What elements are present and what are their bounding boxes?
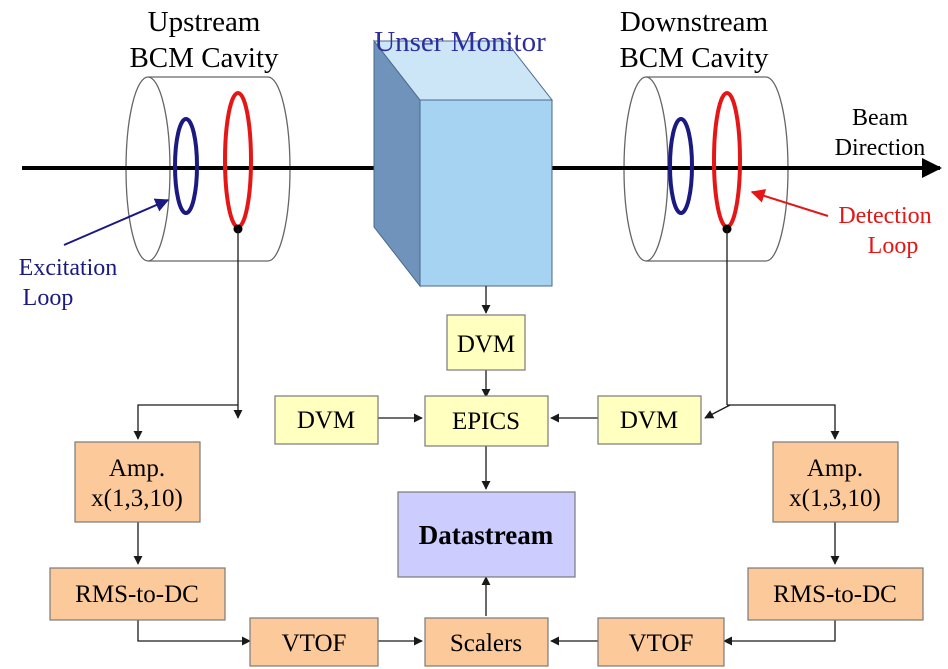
upstream-title-line2: BCM Cavity — [129, 42, 279, 74]
dvm-right-label: DVM — [620, 407, 678, 434]
vtof-right-box — [597, 617, 725, 667]
downstream-title-line2: BCM Cavity — [619, 42, 769, 74]
amp-left-label-line2: x(1,3,10) — [91, 485, 183, 512]
unser-monitor-title: Unser Monitor — [374, 26, 546, 58]
detection-loop-line1: Detection — [838, 203, 931, 229]
vtof-left-box — [249, 617, 379, 667]
dvm-right-box — [597, 395, 702, 445]
beam-direction-line2: Direction — [835, 135, 926, 161]
unser-monitor-block — [372, 39, 554, 288]
dvm-unser-label: DVM — [457, 331, 515, 358]
vtof-right-label: VTOF — [629, 630, 694, 657]
datastream-box — [397, 491, 576, 578]
downstream-title-line1: Downstream — [620, 6, 769, 38]
signal-wires — [133, 229, 840, 646]
excitation-pointer — [63, 198, 170, 246]
excitation-loop-line1: Excitation — [19, 255, 118, 281]
detection-pointer — [750, 189, 829, 217]
amp-right-box — [772, 441, 899, 523]
amp-left-box — [74, 441, 201, 523]
amp-left-label-line1: Amp. — [109, 455, 165, 482]
upstream-detection-loop — [223, 91, 253, 229]
amp-right-label-line1: Amp. — [807, 455, 863, 482]
excitation-loop-line2: Loop — [23, 285, 74, 311]
amp-right-label-line2: x(1,3,10) — [789, 485, 881, 512]
vtof-left-label: VTOF — [282, 630, 347, 657]
detection-loop-line2: Loop — [868, 233, 919, 259]
epics-label: EPICS — [452, 408, 520, 435]
epics-box — [424, 395, 549, 447]
rms-left-label: RMS-to-DC — [75, 581, 199, 608]
downstream-excitation-loop — [668, 117, 694, 215]
scalers-box — [424, 617, 549, 667]
scalers-label: Scalers — [450, 630, 522, 657]
dvm-left-box — [274, 395, 379, 445]
upstream-excitation-loop — [173, 117, 199, 215]
datastream-label: Datastream — [419, 520, 554, 550]
rms-right-box — [747, 567, 924, 621]
rms-right-label: RMS-to-DC — [773, 581, 897, 608]
dvm-unser-box — [446, 314, 526, 371]
beam-direction-line1: Beam — [852, 105, 908, 131]
upstream-title-line1: Upstream — [148, 6, 261, 38]
dvm-left-label: DVM — [297, 407, 355, 434]
downstream-detection-loop — [712, 91, 742, 229]
rms-left-box — [49, 567, 226, 621]
